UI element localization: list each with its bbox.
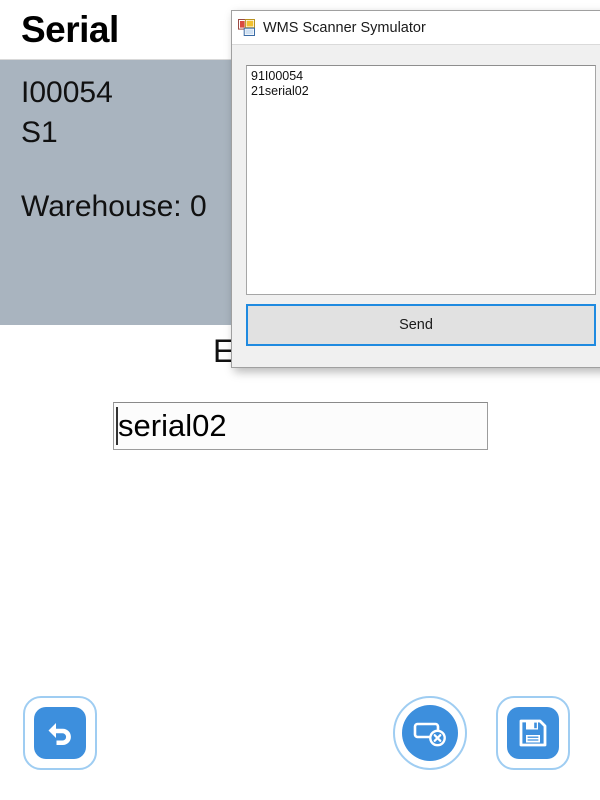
location-text: S1 (21, 116, 58, 149)
serial-field-label: E (213, 333, 235, 369)
windows-forms-app-icon (238, 19, 256, 36)
clear-field-button[interactable] (393, 696, 467, 770)
item-code-text: I00054 (21, 76, 113, 109)
save-floppy-icon (507, 707, 559, 759)
back-arrow-icon (34, 707, 86, 759)
send-button-label: Send (399, 317, 433, 333)
serial-input[interactable] (113, 402, 488, 450)
dialog-title: WMS Scanner Symulator (263, 19, 426, 36)
back-button[interactable] (23, 696, 97, 770)
send-button[interactable]: Send (246, 304, 596, 346)
scanner-simulator-window[interactable]: WMS Scanner Symulator Send (231, 10, 600, 368)
dialog-body: Send (232, 44, 600, 367)
scan-log-textarea[interactable] (246, 65, 596, 295)
warehouse-text: Warehouse: 0 (21, 190, 207, 223)
page-title: Serial (21, 9, 119, 50)
dialog-titlebar[interactable]: WMS Scanner Symulator (232, 11, 600, 44)
clear-field-icon (402, 705, 458, 761)
text-caret (116, 407, 118, 445)
save-button[interactable] (496, 696, 570, 770)
